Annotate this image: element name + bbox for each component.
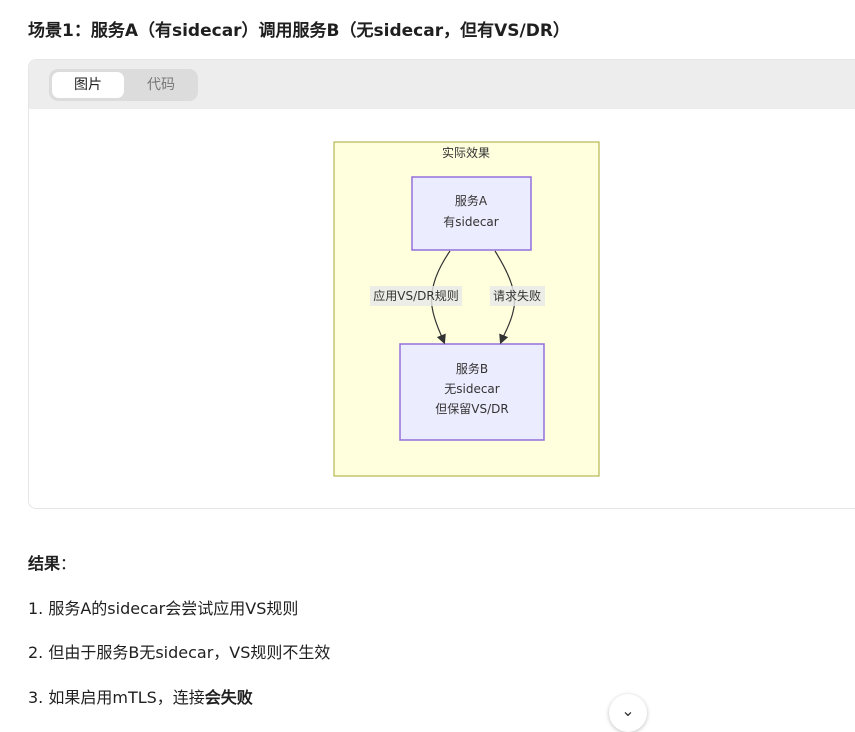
view-tabs: 图片 代码: [49, 69, 198, 101]
card-toolbar: 图片 代码: [29, 60, 855, 109]
node-a-line2: 有sidecar: [443, 215, 499, 229]
tab-image[interactable]: 图片: [52, 72, 124, 98]
section-heading: 场景1：服务A（有sidecar）调用服务B（无sidecar，但有VS/DR）: [28, 21, 570, 41]
result-colon: ：: [60, 554, 77, 573]
edge-apply-rules: [431, 250, 451, 345]
result-item-3-text: 3. 如果启用mTLS，连接: [28, 688, 205, 707]
subgraph-title: 实际效果: [442, 145, 490, 160]
result-item-2: 2. 但由于服务B无sidecar，VS规则不生效: [28, 643, 331, 662]
node-service-a[interactable]: [411, 176, 532, 251]
result-label: 结果: [28, 554, 61, 573]
result-item-3-bold: 会失败: [204, 688, 253, 707]
scroll-down-button[interactable]: ⌄: [609, 694, 647, 732]
node-a-line1: 服务A: [455, 193, 488, 208]
node-b-line2: 无sidecar: [444, 382, 500, 396]
result-item-3: 3. 如果启用mTLS，连接会失败: [28, 684, 253, 708]
flowchart: 实际效果 服务A 有sidecar 服务B 无sidecar 但保留VS/DR …: [333, 141, 600, 477]
edge-label-apply: 应用VS/DR规则: [373, 288, 458, 303]
tab-code[interactable]: 代码: [147, 77, 175, 93]
edge-request-fail: [494, 250, 516, 345]
edge-label-fail: 请求失败: [493, 288, 541, 303]
node-service-b[interactable]: [399, 343, 545, 441]
chevron-down-icon: ⌄: [621, 701, 635, 720]
result-heading: 结果：: [28, 550, 76, 574]
result-item-1: 1. 服务A的sidecar会尝试应用VS规则: [28, 599, 299, 618]
node-b-line3: 但保留VS/DR: [435, 402, 508, 416]
node-b-line1: 服务B: [456, 361, 488, 376]
